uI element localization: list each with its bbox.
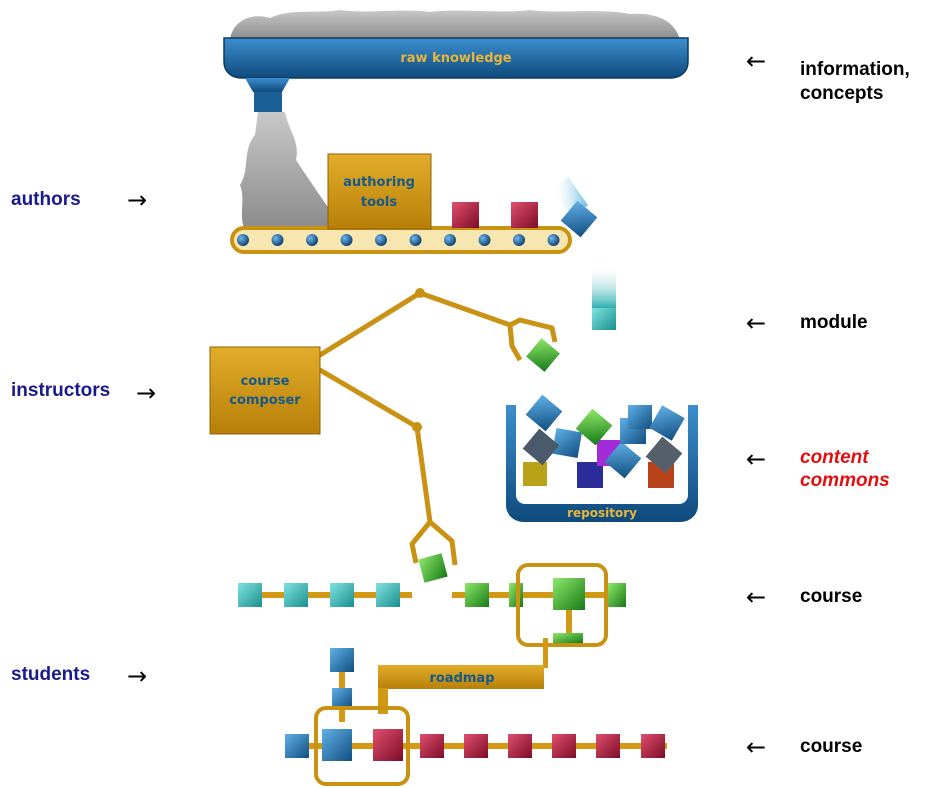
conveyor-roller xyxy=(409,234,422,246)
roadmap-label: roadmap xyxy=(429,671,494,686)
right-arrow-icon: → xyxy=(127,186,148,214)
right-arrow-icon: → xyxy=(136,379,157,407)
course-label-top: course xyxy=(800,586,863,607)
conveyor-roller xyxy=(478,234,491,246)
left-arrow-icon: ← xyxy=(746,309,767,337)
conveyor-roller xyxy=(375,234,387,246)
course-composer-box: course composer xyxy=(209,346,321,435)
left-arrow-icon: ← xyxy=(746,445,767,473)
course-track-top xyxy=(238,563,626,647)
conveyor-rollers xyxy=(237,234,560,246)
module-trail xyxy=(592,264,616,310)
information-label: information, xyxy=(800,59,910,80)
module-red xyxy=(452,202,479,228)
module-teal-falling xyxy=(592,308,616,330)
course-composer-label-1: course xyxy=(241,374,290,389)
conveyor-roller xyxy=(513,234,525,246)
repository-modules xyxy=(522,394,685,488)
authoring-tools-label-2: tools xyxy=(361,195,398,210)
conveyor-roller xyxy=(340,234,353,246)
authoring-tools-box: authoring tools xyxy=(327,153,432,230)
conveyor-roller xyxy=(306,234,318,246)
course-composer-label-2: composer xyxy=(229,393,301,408)
roadmap-bar: roadmap xyxy=(378,638,548,714)
student-stack xyxy=(330,648,354,722)
students-label: students xyxy=(11,664,91,685)
right-arrow-icon: → xyxy=(127,662,148,690)
repository-label: repository xyxy=(567,506,637,520)
module-green-grabbed xyxy=(418,553,448,583)
knowledge-cloud xyxy=(230,10,680,40)
left-arrow-icon: ← xyxy=(746,583,767,611)
knowledge-smoke xyxy=(240,112,330,230)
raw-knowledge-hopper: raw knowledge xyxy=(223,10,689,112)
authoring-conveyor xyxy=(230,226,572,254)
conveyor-roller xyxy=(271,234,284,246)
commons-label: commons xyxy=(800,470,890,491)
focus-frame xyxy=(314,706,410,786)
course-track-bottom xyxy=(285,706,667,786)
module-blue-falling xyxy=(560,200,598,238)
robotic-arm-lower xyxy=(317,367,458,583)
robotic-arm-upper xyxy=(317,288,560,372)
content-label: content xyxy=(800,447,869,468)
module-red xyxy=(511,202,538,228)
focus-frame xyxy=(516,563,608,647)
conveyor-roller xyxy=(547,234,560,246)
module-green-grabbed xyxy=(526,338,560,372)
authoring-tools-label-1: authoring xyxy=(343,175,415,190)
conveyor-roller xyxy=(237,234,249,246)
repository-bin: repository xyxy=(506,394,698,522)
authors-label: authors xyxy=(11,189,81,210)
course-label-bottom: course xyxy=(800,736,863,757)
conveyor-roller xyxy=(444,234,456,246)
left-arrow-icon: ← xyxy=(746,47,767,75)
concepts-label: concepts xyxy=(800,83,884,104)
instructors-label: instructors xyxy=(11,380,111,401)
module-label: module xyxy=(800,312,868,333)
left-arrow-icon: ← xyxy=(746,733,767,761)
raw-knowledge-label: raw knowledge xyxy=(400,51,511,66)
